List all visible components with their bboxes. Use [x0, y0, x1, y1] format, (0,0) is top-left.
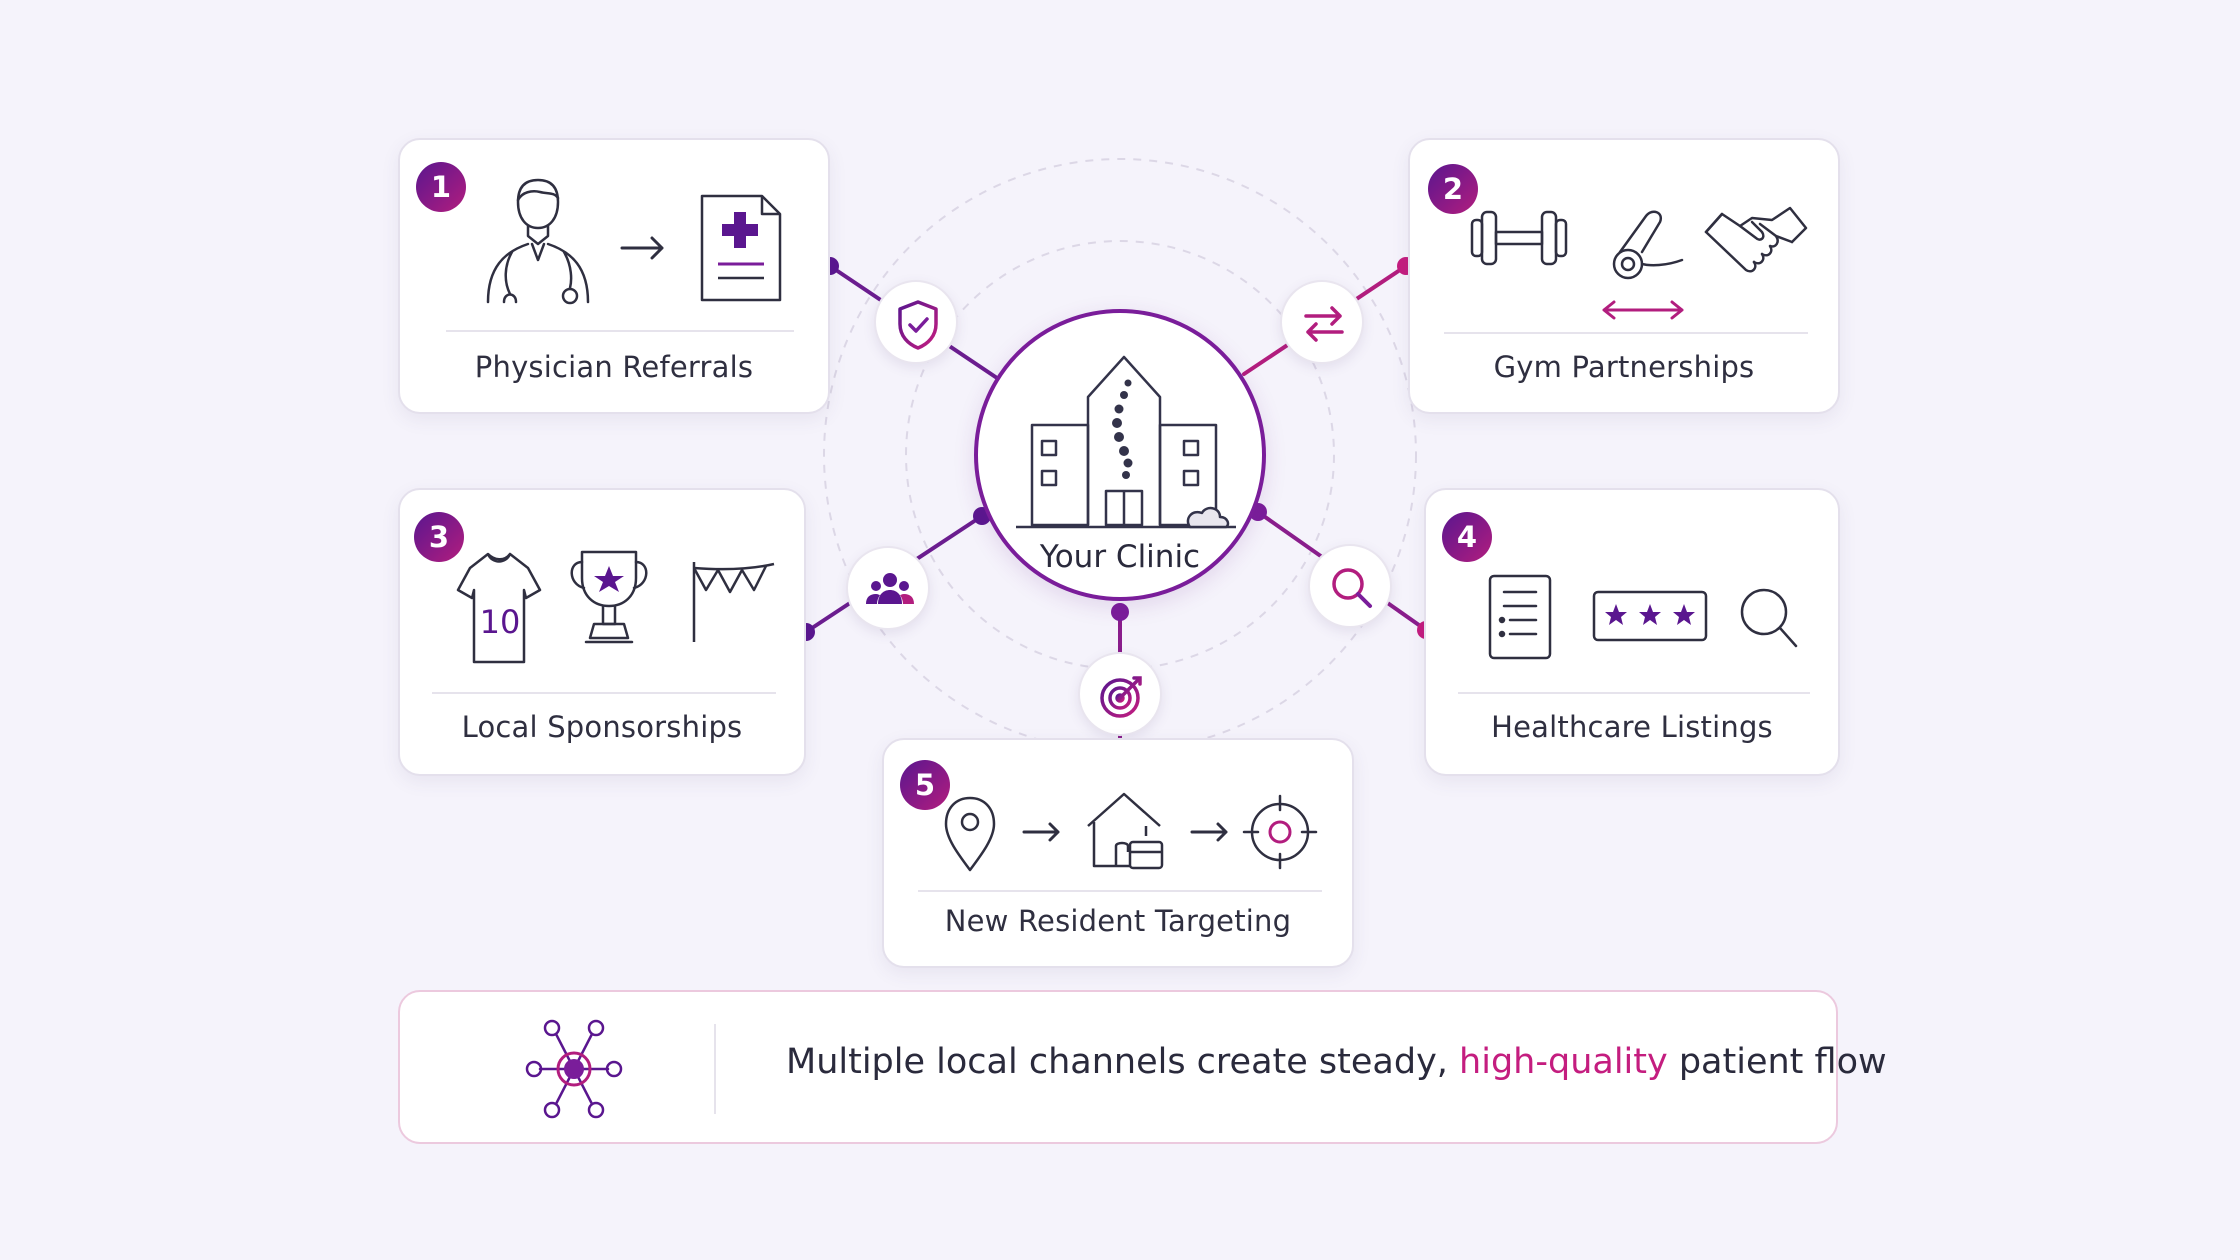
trophy-icon: [570, 550, 648, 644]
handshake-icon: [1704, 206, 1808, 273]
connector-node-2: [1280, 280, 1364, 364]
channel-number-badge: 1: [416, 162, 466, 212]
card-divider: [918, 890, 1322, 892]
connector-node-3: [846, 546, 930, 630]
channel-card-local-sponsorships: 3 10 Local Sponsorships: [398, 488, 806, 776]
listing-document-icon: [1488, 574, 1552, 660]
channel-card-new-resident-targeting: 5: [882, 738, 1354, 968]
channel-label: Healthcare Listings: [1491, 710, 1773, 744]
trophy-star: [594, 566, 624, 592]
message-highlight: high-quality: [1459, 1042, 1668, 1082]
banner-divider: [714, 1024, 716, 1114]
channel-number-badge: 5: [900, 760, 950, 810]
hub-label: Your Clinic: [1039, 539, 1201, 575]
clinic-building-icon: [1016, 355, 1236, 529]
clinic-hub: Your Clinic: [974, 309, 1266, 601]
crosshair-icon: [1242, 794, 1318, 870]
connector-node-5: [1078, 652, 1162, 736]
people-group-icon: [866, 573, 914, 604]
card-divider: [432, 692, 776, 694]
message-start: Multiple local channels create steady,: [786, 1042, 1460, 1082]
channel-icons: [944, 792, 1318, 872]
channel-label: Gym Partnerships: [1493, 350, 1755, 384]
target-arrow-icon: [1100, 676, 1142, 718]
channel-card-physician-referrals: 1 Physician R: [398, 138, 830, 414]
exchange-arrows-icon: [1304, 306, 1344, 342]
shield-check-icon: [898, 300, 938, 350]
channel-number-badge: 2: [1428, 164, 1478, 214]
message-end: patient flow: [1667, 1042, 1887, 1082]
arrow-right-icon: [1190, 822, 1228, 842]
doctor-icon: [486, 178, 590, 305]
channel-icons: [486, 178, 782, 305]
channel-icons: 10: [456, 550, 775, 664]
channel-number-badge: 4: [1442, 512, 1492, 562]
summary-message: Multiple local channels create steady, h…: [786, 1042, 1887, 1082]
location-pin-icon: [944, 796, 996, 872]
connector-node-1: [874, 280, 958, 364]
jersey-icon: [456, 552, 542, 664]
dumbbell-icon: [1470, 210, 1568, 266]
double-arrow-icon: [1602, 300, 1684, 320]
card-divider: [1458, 692, 1810, 694]
medical-document-icon: [700, 194, 782, 302]
channel-icons: [1488, 574, 1798, 660]
channel-card-healthcare-listings: 4 Healthcare Listings: [1424, 488, 1840, 776]
yoga-mat-icon: [1612, 210, 1684, 280]
bunting-flag-icon: [692, 562, 775, 642]
arrow-right-icon: [620, 236, 664, 260]
jersey-number: 10: [480, 603, 521, 641]
card-divider: [446, 330, 794, 332]
channel-card-gym-partnerships: 2: [1408, 138, 1840, 414]
new-home-icon: [1087, 792, 1164, 870]
network-hub-icon: [525, 1019, 623, 1119]
arrow-right-icon: [1022, 822, 1060, 842]
search-icon: [1332, 568, 1372, 608]
magnifier-icon: [1740, 588, 1798, 648]
link-dot-5a: [1111, 603, 1129, 621]
connector-node-4: [1308, 544, 1392, 628]
star-rating-icon: [1592, 590, 1708, 642]
channel-label: New Resident Targeting: [944, 904, 1292, 938]
channel-label: Physician Referrals: [474, 350, 754, 384]
channel-label: Local Sponsorships: [461, 710, 743, 744]
channel-icons: [1470, 206, 1808, 320]
channel-number-badge: 3: [414, 512, 464, 562]
summary-banner: Multiple local channels create steady, h…: [398, 990, 1887, 1144]
card-divider: [1444, 332, 1808, 334]
